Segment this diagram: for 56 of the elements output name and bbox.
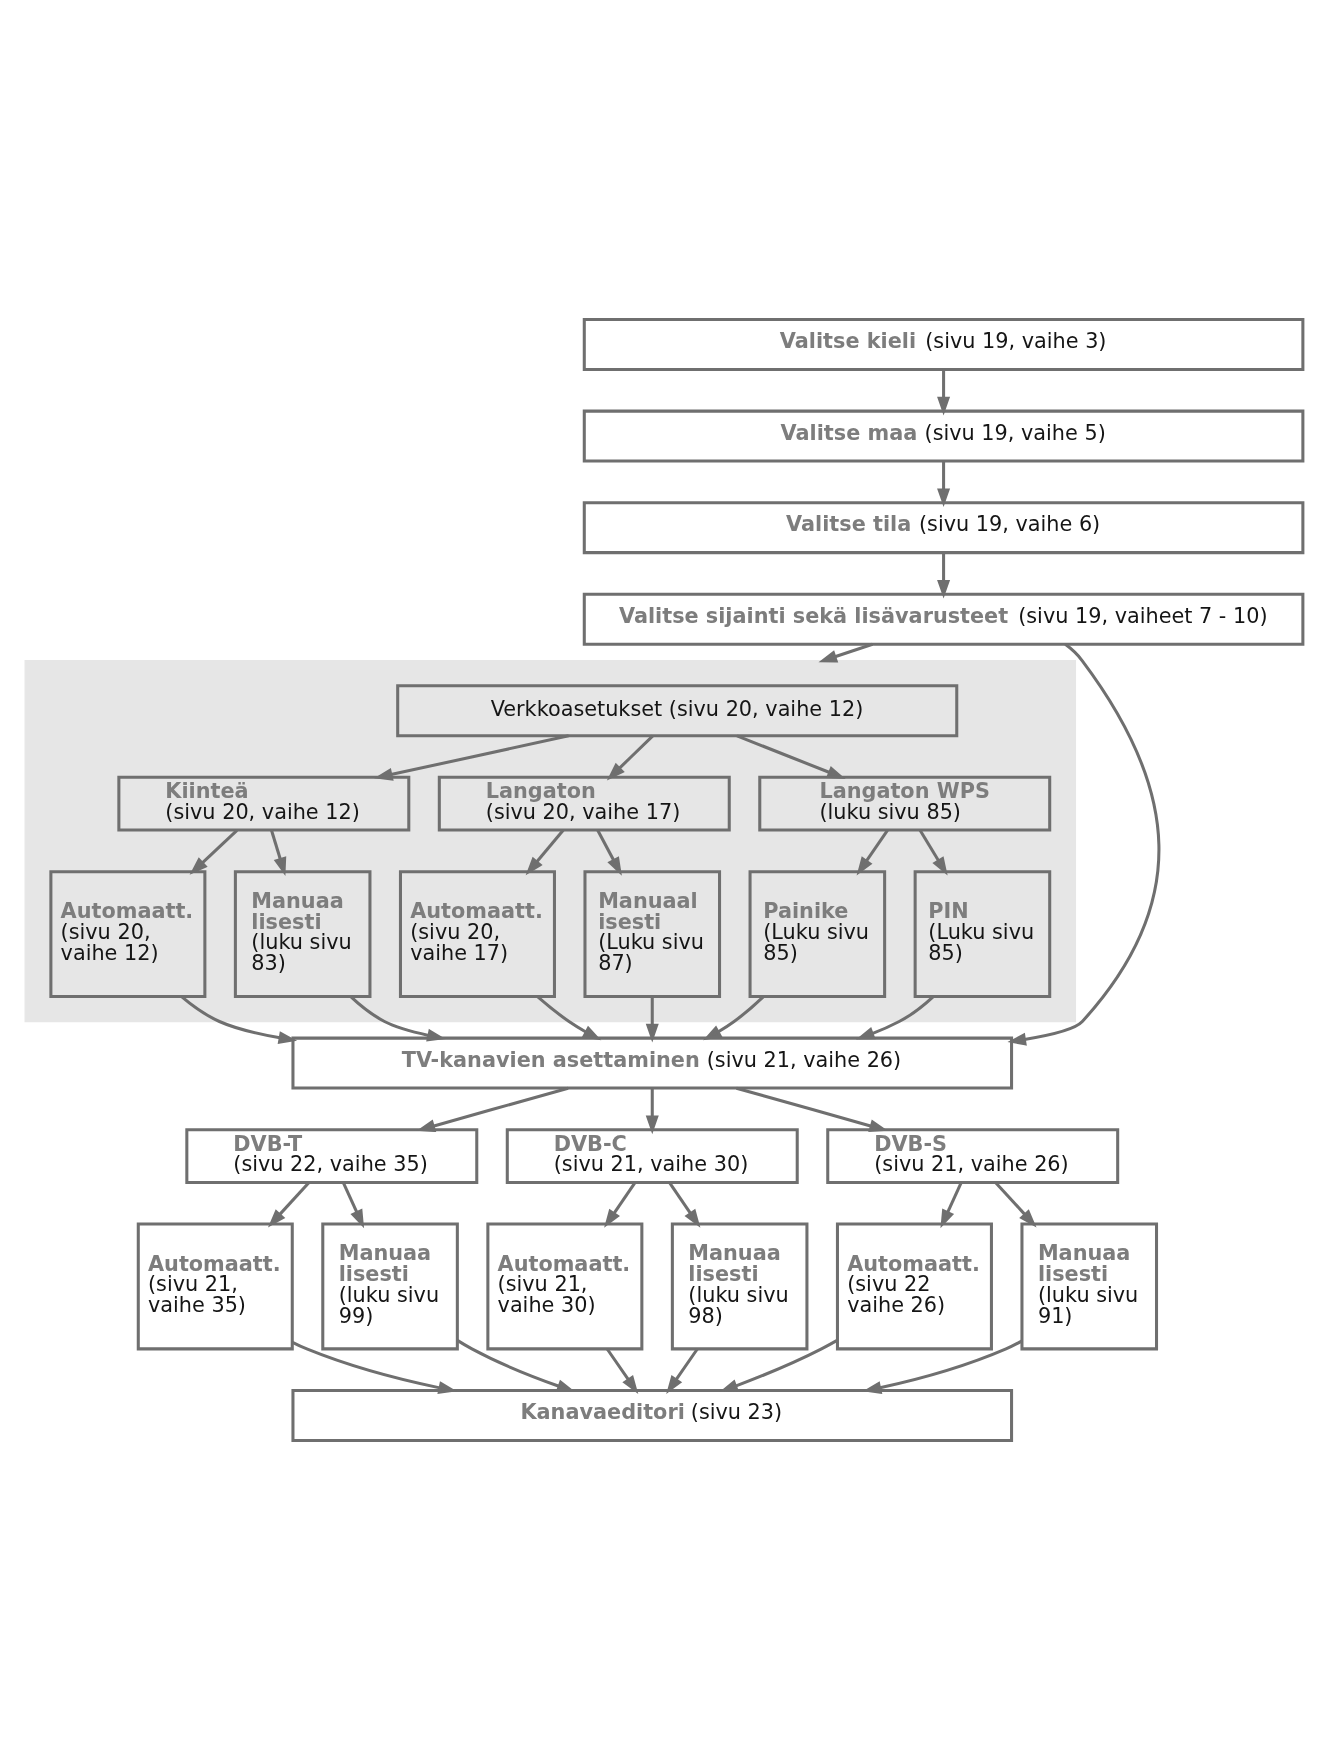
arrow: [703, 995, 765, 1041]
arrow: [350, 995, 446, 1042]
node-box: Kiinteä (sivu 20, vaihe 12): [117, 775, 411, 832]
node-box: Valitse tila (sivu 19, vaihe 6): [582, 501, 1305, 555]
node-box: DVB-S (sivu 21, vaihe 26): [826, 1128, 1120, 1184]
arrow: [645, 996, 659, 1043]
arrow: [604, 1181, 637, 1228]
arrow: [267, 1181, 310, 1228]
node-box: Manuaa lisesti (luku sivu 99): [321, 1222, 459, 1351]
arrow: [1007, 643, 1161, 1046]
arrow: [818, 642, 874, 663]
arrow: [855, 995, 935, 1040]
node-box: TV-kanavien asettaminen (sivu 21, vaihe 26): [291, 1036, 1014, 1090]
arrow: [596, 829, 622, 876]
arrow: [536, 995, 602, 1041]
node-box: Manuaa lisesti (luku sivu 83): [233, 870, 372, 999]
node-box: Automaatt. (sivu 21, vaihe 35): [136, 1222, 294, 1351]
node-box: Painike (Luku sivu 85): [748, 870, 887, 999]
node-box: Automaatt. (sivu 21, vaihe 30): [486, 1222, 644, 1351]
node-box: DVB-T (sivu 22, vaihe 35): [185, 1128, 479, 1184]
node-box: Valitse sijainti sekä lisävarusteet (sivu 19, vaiheet 7 - 10): [582, 592, 1305, 646]
node-box: Manuaa lisesti (luku sivu 91): [1020, 1222, 1159, 1351]
arrow: [666, 1348, 699, 1394]
arrow: [856, 829, 889, 876]
arrow: [937, 369, 951, 416]
node-box: DVB-C (sivu 21, vaihe 30): [505, 1128, 799, 1184]
arrow: [918, 829, 948, 876]
arrow: [668, 1181, 701, 1228]
node-box: Automaatt. (sivu 20, vaihe 17): [398, 870, 556, 999]
arrow: [645, 1088, 659, 1135]
arrow: [606, 734, 654, 781]
arrow: [180, 995, 298, 1045]
arrow: [374, 734, 569, 781]
node-box: PIN (Luku sivu 85): [913, 870, 1052, 999]
node-box: Valitse maa (sivu 19, vaihe 5): [582, 409, 1305, 463]
arrow: [736, 1086, 888, 1133]
node-box: Verkkoasetukset (sivu 20, vaihe 12): [396, 684, 959, 738]
arrow: [606, 1348, 639, 1394]
node-box: Manuaa lisesti (luku sivu 98): [670, 1222, 809, 1351]
arrow: [416, 1086, 569, 1133]
node-box: Automaatt. (sivu 20, vaihe 12): [49, 870, 207, 999]
node-box: Valitse kieli (sivu 19, vaihe 3): [582, 318, 1305, 371]
arrow: [525, 829, 565, 876]
arrow: [270, 829, 287, 877]
node-box: Langaton WPS (luku sivu 85): [758, 775, 1052, 832]
arrow: [937, 552, 951, 599]
node-box: Manuaal isesti (Luku sivu 87): [583, 870, 722, 999]
node-box: Langaton (sivu 20, vaihe 17): [437, 775, 731, 832]
arrow: [736, 734, 846, 779]
arrow: [940, 1182, 963, 1229]
node-box: Automaatt. (sivu 22 vaihe 26): [835, 1222, 993, 1351]
node-box: Kanavaeditori (sivu 23): [291, 1389, 1014, 1442]
arrow: [189, 829, 238, 875]
arrow: [994, 1181, 1037, 1228]
arrow: [937, 461, 951, 507]
arrow: [341, 1182, 365, 1229]
